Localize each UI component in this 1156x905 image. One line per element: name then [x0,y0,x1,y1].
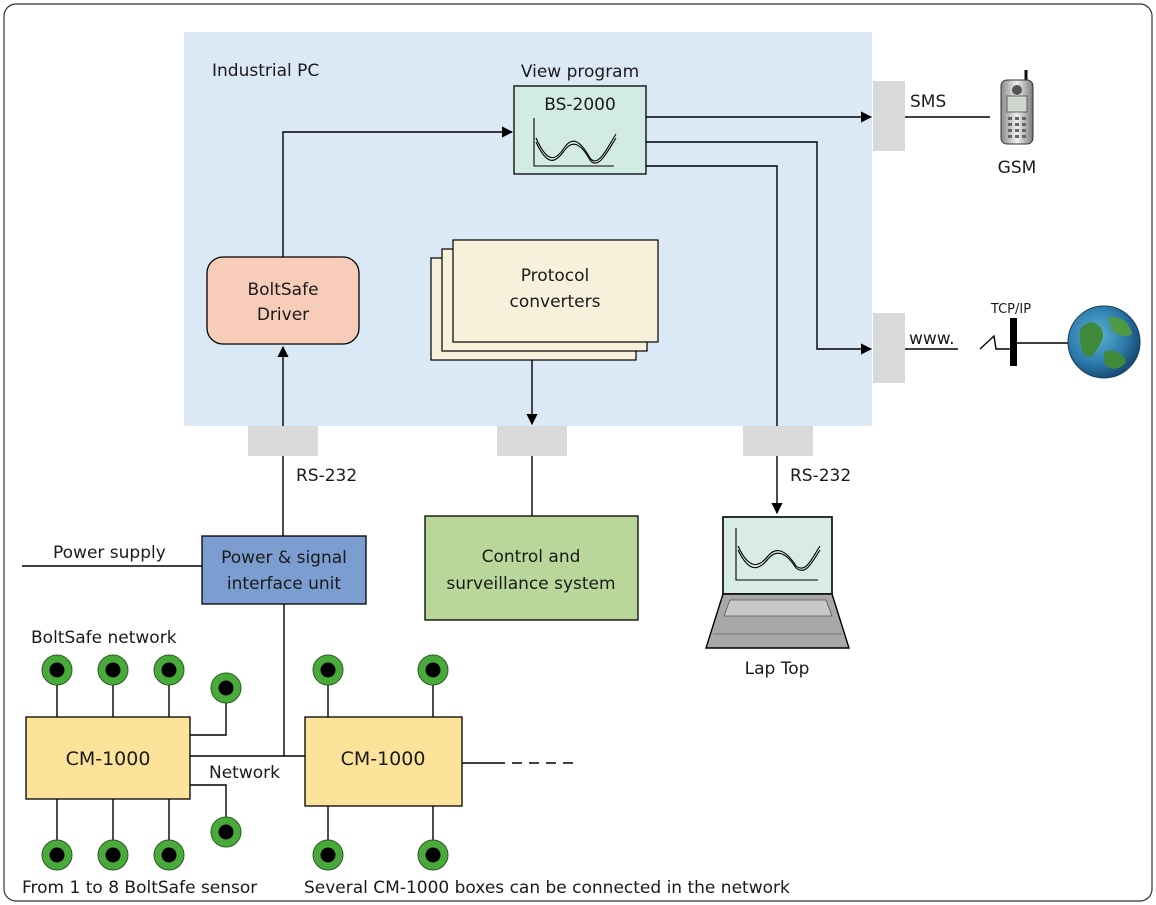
driver-to-view-arrow [282,126,514,257]
tcpip-link-icon [979,318,1068,366]
view-to-laptop-line [646,165,778,426]
caption-left: From 1 to 8 BoltSafe sensor [22,878,257,898]
power-supply-label: Power supply [53,543,166,563]
sensor-icon [210,816,242,848]
gsm-phone-icon [1000,70,1034,145]
industrial-pc-title: Industrial PC [212,61,319,81]
control-label-line2: surveillance system [446,574,615,594]
sensor-icon [153,654,185,686]
protocol-converters-stack: Protocol converters [430,239,659,361]
rs232-right-label: RS-232 [790,466,851,486]
laptop-icon [705,516,850,649]
port-rs232-left [248,426,318,456]
sensor-icon [417,839,449,871]
driver-label-line2: Driver [257,305,309,325]
bs2000-label: BS-2000 [544,95,616,115]
rs232-left-label: RS-232 [296,466,357,486]
external-connectors [22,456,783,764]
cm1000-box-left: CM-1000 [25,716,191,800]
sensor-icon [97,654,129,686]
tcpip-label: TCP/IP [990,302,1031,317]
protocol-label-line2: converters [509,292,600,312]
view-curve-icon [533,118,617,167]
boltsafe-sensors [41,654,449,871]
cm1000-box-right: CM-1000 [304,716,463,807]
sensor-icon [312,654,344,686]
psu-label-line2: interface unit [227,574,341,594]
power-signal-interface-box: Power & signal interface unit [201,535,367,605]
laptop-label: Lap Top [745,659,810,679]
globe-icon [1067,305,1141,379]
sms-label: SMS [910,92,946,112]
pc-connectors [277,111,873,426]
caption-right: Several CM-1000 boxes can be connected i… [304,878,790,898]
psu-label-line1: Power & signal [221,548,347,568]
gsm-label: GSM [998,158,1037,178]
port-www [873,313,905,383]
port-sms [873,81,905,151]
port-control [497,426,567,456]
bs2000-view-program-box: BS-2000 [513,85,647,175]
sensor-icon [41,654,73,686]
sensor-icon [41,839,73,871]
control-label-line1: Control and [482,547,581,567]
view-program-label: View program [521,62,639,82]
port-rs232-right [743,426,813,456]
outer-frame [3,3,1153,902]
view-to-www-arrow [646,141,873,355]
cm1000-right-label: CM-1000 [341,748,426,770]
sensor-icon [417,654,449,686]
sensor-icon [210,672,242,704]
boltsafe-driver-box: BoltSafe Driver [206,256,360,345]
boltsafe-network-title: BoltSafe network [31,628,177,648]
left-sensor-connectors [56,670,227,853]
sensor-icon [97,839,129,871]
cm1000-left-label: CM-1000 [66,748,151,770]
protocol-label-line1: Protocol [521,266,590,286]
driver-label-line1: BoltSafe [247,280,318,300]
network-label: Network [209,763,280,783]
control-surveillance-box: Control and surveillance system [424,515,639,621]
www-label: www. [909,329,955,349]
sensor-icon [153,839,185,871]
sensor-icon [312,839,344,871]
